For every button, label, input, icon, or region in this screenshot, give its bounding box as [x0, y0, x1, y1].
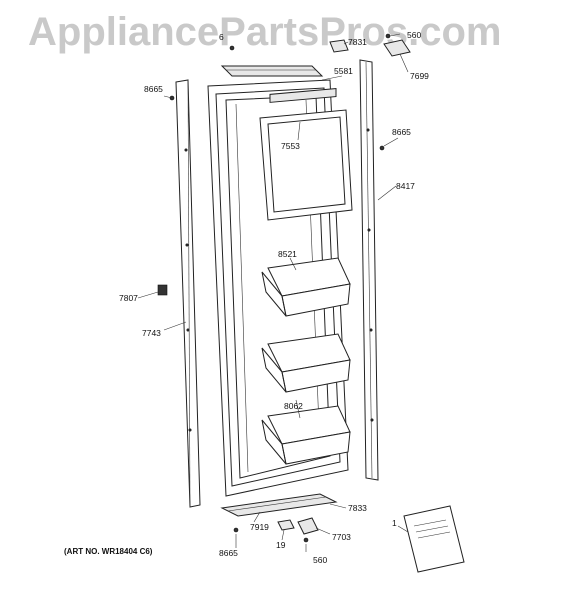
label-6-top: 6	[219, 32, 224, 42]
bottom-part-19[interactable]	[277, 519, 295, 531]
leader-lines	[137, 33, 409, 552]
label-7919: 7919	[250, 522, 269, 532]
art-number: (ART NO. WR18404 C6)	[64, 547, 153, 556]
label-5581: 5581	[334, 66, 353, 76]
door-shelf-bin-upper[interactable]	[261, 257, 351, 317]
label-7807: 7807	[119, 293, 138, 303]
bracket-7807[interactable]	[157, 284, 168, 296]
door-shelf-bin-lower[interactable]	[261, 405, 351, 465]
door-shelf-bin-middle[interactable]	[261, 333, 351, 393]
label-8062: 8062	[284, 401, 303, 411]
left-trim-strip[interactable]	[175, 79, 201, 508]
label-7699: 7699	[410, 71, 429, 81]
watermark-text: AppliancePartsPros.com	[28, 10, 502, 54]
bottom-cam-7703[interactable]	[297, 517, 319, 535]
label-7743: 7743	[142, 328, 161, 338]
top-hinge-7699[interactable]	[383, 39, 411, 57]
label-7833: 7833	[348, 503, 367, 513]
label-8665-left: 8665	[144, 84, 163, 94]
owners-manual[interactable]	[403, 505, 465, 573]
label-560-top: 560	[407, 30, 421, 40]
top-cam-7831[interactable]	[329, 39, 349, 53]
label-7553: 7553	[281, 141, 300, 151]
label-1: 1	[392, 518, 397, 528]
label-19: 19	[276, 540, 286, 550]
bottom-trim[interactable]	[220, 493, 338, 517]
top-trim[interactable]	[220, 65, 324, 77]
label-7703: 7703	[332, 532, 351, 542]
label-8665-right: 8665	[392, 127, 411, 137]
label-8417: 8417	[396, 181, 415, 191]
label-7831-top: 7831	[348, 37, 367, 47]
right-trim-strip[interactable]	[359, 59, 379, 481]
label-560-bottom: 560	[313, 555, 327, 565]
label-8665-bottom: 8665	[219, 548, 238, 558]
dairy-compartment-door[interactable]	[259, 88, 353, 221]
label-8521: 8521	[278, 249, 297, 259]
